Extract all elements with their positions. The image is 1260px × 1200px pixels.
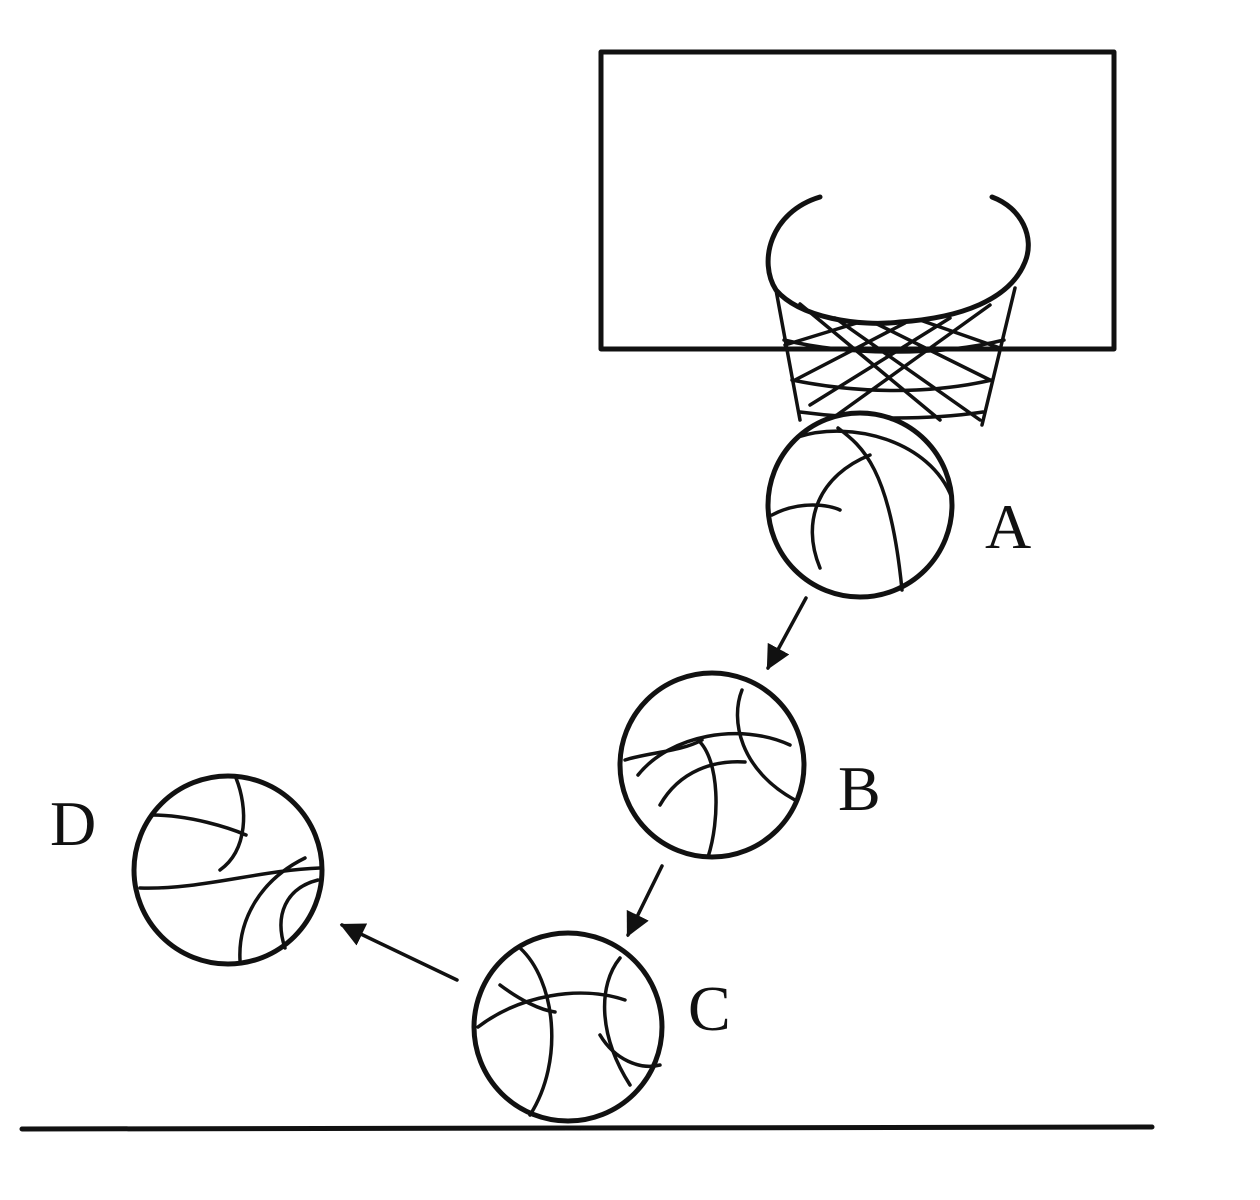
- arrow-a-to-b: [766, 596, 808, 671]
- backboard: [598, 49, 1117, 352]
- ball-b-label: B: [838, 753, 881, 824]
- ball-d-label: D: [50, 788, 96, 859]
- ball-a: [765, 410, 955, 600]
- floor-line: [19, 1124, 1155, 1132]
- ball-d: [131, 773, 325, 967]
- hoop-net: [774, 286, 1017, 427]
- hoop-rim: [765, 194, 1031, 326]
- basketball-hoop: [765, 194, 1031, 427]
- ball-b: [617, 670, 807, 860]
- ball-a-label: A: [985, 491, 1031, 562]
- ball-c-label: C: [688, 973, 731, 1044]
- arrow-b-to-c: [626, 864, 664, 938]
- ball-c: [471, 930, 665, 1124]
- arrow-c-to-d: [339, 923, 459, 982]
